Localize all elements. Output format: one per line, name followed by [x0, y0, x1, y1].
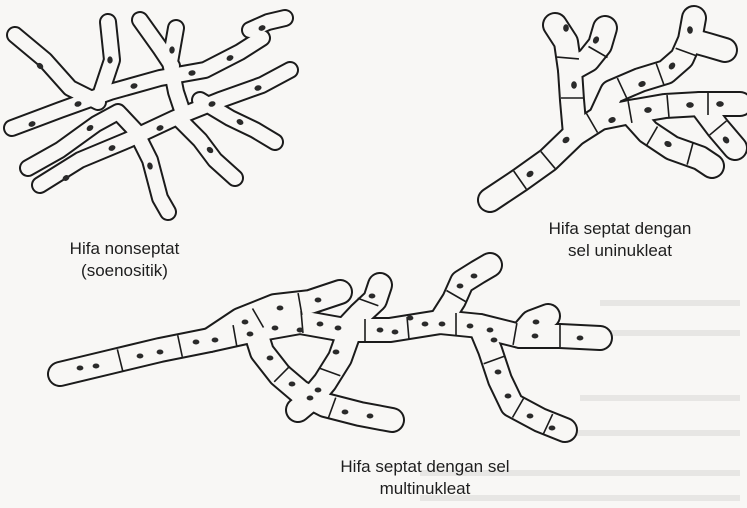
nucleus — [307, 395, 314, 400]
nucleus — [491, 337, 498, 342]
nucleus — [549, 425, 556, 430]
nucleus — [716, 101, 724, 107]
hypha-lumen — [15, 35, 98, 102]
nucleus — [527, 413, 534, 418]
nucleus — [193, 339, 200, 344]
nucleus — [533, 319, 540, 324]
nucleus — [392, 329, 399, 334]
nucleus — [505, 393, 512, 398]
nucleus — [563, 24, 569, 32]
nucleus — [367, 413, 374, 418]
nucleus — [467, 323, 474, 328]
nucleus — [333, 349, 340, 354]
nucleus — [439, 321, 446, 326]
septate-uninucleate-hypha — [490, 18, 740, 200]
nucleus — [571, 81, 577, 89]
caption-uninucleate: Hifa septat dengan sel uninukleat — [520, 218, 720, 262]
septate-multinucleate-hypha — [60, 265, 600, 434]
nucleus — [422, 321, 429, 326]
nucleus — [577, 335, 584, 340]
caption-uninucleate-line1: Hifa septat dengan — [520, 218, 720, 240]
nucleus — [315, 297, 322, 302]
caption-nonseptate: Hifa nonseptat (soenositik) — [32, 238, 217, 282]
nucleus — [686, 102, 694, 108]
nucleus — [77, 365, 84, 370]
caption-multinucleate-line1: Hifa septat dengan sel — [300, 456, 550, 478]
nucleus — [212, 337, 219, 342]
nucleus — [495, 369, 502, 374]
nucleus — [471, 273, 478, 278]
nucleus — [335, 325, 342, 330]
nucleus — [369, 293, 376, 298]
nucleus — [532, 333, 539, 338]
nucleus — [407, 315, 414, 320]
nucleus — [277, 305, 284, 310]
nucleus — [457, 283, 464, 288]
nucleus — [377, 327, 384, 332]
nucleus — [272, 325, 279, 330]
nucleus — [247, 331, 254, 336]
nonseptate-hypha — [12, 18, 290, 212]
nucleus — [93, 363, 100, 368]
caption-nonseptate-line1: Hifa nonseptat — [32, 238, 217, 260]
nucleus — [157, 349, 164, 354]
caption-uninucleate-line2: sel uninukleat — [520, 240, 720, 262]
caption-nonseptate-line2: (soenositik) — [32, 260, 217, 282]
nucleus — [342, 409, 349, 414]
nucleus — [107, 56, 112, 63]
nucleus — [137, 353, 144, 358]
caption-multinucleate: Hifa septat dengan sel multinukleat — [300, 456, 550, 500]
hypha-lumen — [690, 40, 725, 50]
nucleus — [267, 355, 274, 360]
nucleus — [487, 327, 494, 332]
nucleus — [242, 319, 249, 324]
caption-multinucleate-line2: multinukleat — [300, 478, 550, 500]
nucleus — [317, 321, 324, 326]
nucleus — [289, 381, 296, 386]
hypha-lumen — [178, 118, 235, 178]
nucleus — [315, 387, 322, 392]
nucleus — [297, 327, 304, 332]
